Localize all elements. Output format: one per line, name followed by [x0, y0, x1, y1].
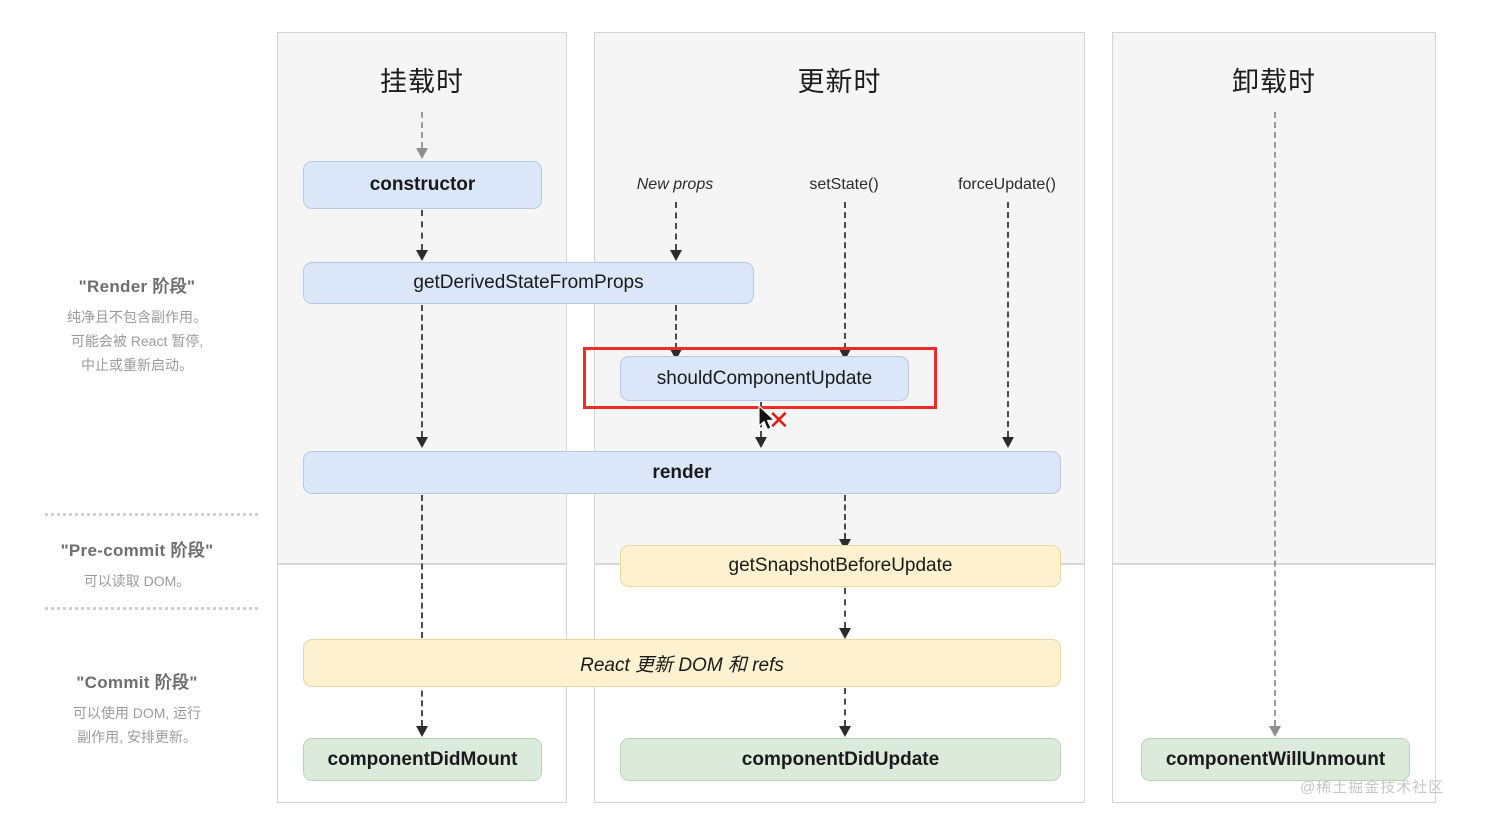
- arrowhead-dom-update-col2: [839, 628, 851, 639]
- red-x-icon: ✕: [768, 406, 790, 436]
- highlight-rectangle-should-component-update: [583, 347, 937, 409]
- arrowhead-render-from-force-update: [1002, 437, 1014, 448]
- phase-label-render: "Render 阶段" 纯净且不包含副作用。 可能会被 React 暂停, 中止…: [22, 272, 252, 377]
- arrowhead-scu-from-set-state: [839, 349, 851, 360]
- phase-title-pre-commit: "Pre-commit 阶段": [60, 541, 214, 560]
- connector-constructor-to-gdsfp: [421, 210, 423, 250]
- phase-desc-line: 可以读取 DOM。: [83, 573, 191, 589]
- arrowhead-gdsfp-mount: [416, 250, 428, 261]
- phase-label-commit: "Commit 阶段" 可以使用 DOM, 运行 副作用, 安排更新。: [22, 668, 252, 749]
- phase-divider-top: [45, 513, 258, 516]
- arrowhead-snapshot: [839, 539, 851, 550]
- trigger-new-props: New props: [636, 176, 714, 193]
- lifecycle-box-react-updates-dom-and-refs[interactable]: React 更新 DOM 和 refs: [303, 639, 1061, 687]
- arrowhead-will-unmount: [1269, 726, 1281, 737]
- lifecycle-box-render[interactable]: render: [303, 451, 1061, 494]
- phase-desc-line: 中止或重新启动。: [81, 357, 193, 373]
- phase-desc-line: 纯净且不包含副作用。: [67, 309, 207, 325]
- lifecycle-box-get-snapshot-before-update[interactable]: getSnapshotBeforeUpdate: [620, 545, 1061, 587]
- arrowhead-did-update: [839, 726, 851, 737]
- lifecycle-box-component-will-unmount[interactable]: componentWillUnmount: [1141, 738, 1410, 781]
- connector-snapshot-to-dom-update: [844, 588, 846, 628]
- column-title-updating: 更新时: [797, 67, 882, 97]
- column-title-mounting: 挂载时: [380, 67, 464, 97]
- phase-desc-commit: 可以使用 DOM, 运行 副作用, 安排更新。: [22, 701, 252, 749]
- connector-dom-update-to-did-update: [844, 688, 846, 726]
- connector-gdsfp-to-scu: [675, 305, 677, 349]
- lifecycle-box-should-component-update[interactable]: shouldComponentUpdate: [620, 356, 909, 401]
- connector-render-to-snapshot: [844, 495, 846, 539]
- phase-label-pre-commit: "Pre-commit 阶段" 可以读取 DOM。: [22, 536, 252, 593]
- lifecycle-box-component-did-mount[interactable]: componentDidMount: [303, 738, 542, 781]
- connector-set-state-to-scu: [844, 202, 846, 349]
- connector-new-props-to-gdsfp: [675, 202, 677, 250]
- connector-gdsfp-to-render-mount: [421, 305, 423, 437]
- phase-title-commit: "Commit 阶段": [76, 673, 198, 692]
- connector-title-to-constructor: [421, 112, 423, 148]
- lifecycle-box-get-derived-state-from-props[interactable]: getDerivedStateFromProps: [303, 262, 754, 304]
- mouse-cursor-icon: [757, 404, 777, 438]
- phase-desc-line: 可以使用 DOM, 运行: [72, 705, 202, 721]
- phase-desc-line: 副作用, 安排更新。: [77, 729, 197, 745]
- phase-desc-line: 可能会被 React 暂停,: [70, 333, 204, 349]
- phase-desc-render: 纯净且不包含副作用。 可能会被 React 暂停, 中止或重新启动。: [22, 305, 252, 377]
- arrowhead-constructor: [416, 148, 428, 159]
- connector-force-update-to-render: [1007, 202, 1009, 437]
- arrowhead-render-mount: [416, 437, 428, 448]
- trigger-force-update: forceUpdate(): [958, 176, 1056, 193]
- column-title-unmounting: 卸载时: [1232, 67, 1316, 97]
- phase-divider-bottom: [45, 607, 258, 610]
- connector-render-to-did-mount: [421, 495, 423, 726]
- phase-desc-pre-commit: 可以读取 DOM。: [22, 569, 252, 593]
- arrowhead-scu-from-gdsfp: [670, 349, 682, 360]
- arrowhead-gdsfp-props: [670, 250, 682, 261]
- lifecycle-box-constructor[interactable]: constructor: [303, 161, 542, 209]
- trigger-set-state: setState(): [809, 176, 879, 193]
- arrowhead-did-mount: [416, 726, 428, 737]
- arrowhead-render-from-scu: [755, 437, 767, 448]
- phase-title-render: "Render 阶段": [78, 277, 196, 296]
- connector-unmount-title-to-will-unmount: [1274, 112, 1276, 726]
- lifecycle-box-component-did-update[interactable]: componentDidUpdate: [620, 738, 1061, 781]
- watermark-label: @稀土掘金技术社区: [1300, 779, 1445, 796]
